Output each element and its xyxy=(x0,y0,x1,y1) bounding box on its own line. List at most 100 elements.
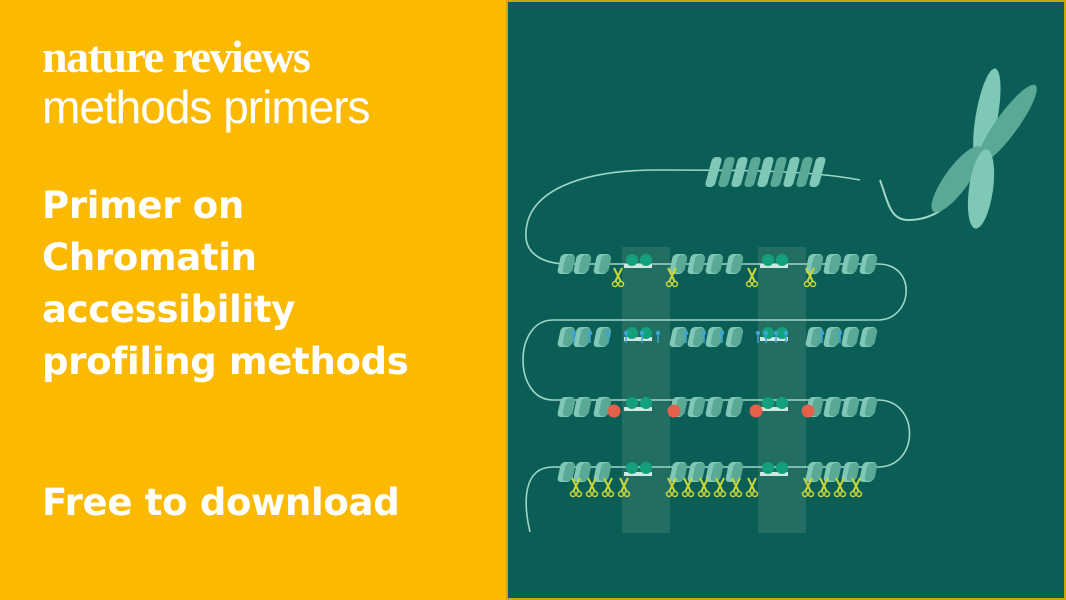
histone xyxy=(846,398,860,416)
nucleosome-icon xyxy=(705,254,724,274)
binding-site xyxy=(760,472,788,476)
nucleosome-icon xyxy=(573,462,592,482)
chromatin-illustration xyxy=(522,68,1037,533)
blade xyxy=(852,477,861,493)
handle xyxy=(671,280,679,288)
nucleosome-icon xyxy=(725,397,744,417)
nucleosome-icon xyxy=(823,327,842,347)
handle xyxy=(719,490,727,498)
scissors-icon xyxy=(697,477,711,498)
histone xyxy=(692,398,706,416)
scissors-icon xyxy=(601,477,615,498)
nucleosome-icon xyxy=(573,397,592,417)
nucleosome-icon xyxy=(669,254,688,274)
nucleosome-icon xyxy=(687,462,706,482)
scissors-icon xyxy=(713,477,727,498)
histone xyxy=(692,463,706,481)
histone xyxy=(562,463,576,481)
scissors-icon xyxy=(617,477,631,498)
handle xyxy=(575,490,583,498)
nucleosome-icon xyxy=(705,397,724,417)
histone xyxy=(710,398,724,416)
protein-icon xyxy=(776,397,788,409)
blade xyxy=(820,477,829,493)
binding-site xyxy=(760,337,788,341)
handle xyxy=(687,490,695,498)
binding-site xyxy=(624,337,652,341)
nucleosome-icon xyxy=(725,327,744,347)
nucleosome-icon xyxy=(757,157,774,187)
nucleosome-icon xyxy=(687,327,706,347)
blade xyxy=(614,267,623,283)
nucleosome-icon xyxy=(796,157,813,187)
nucleosome-icon xyxy=(731,157,748,187)
handle xyxy=(601,490,609,498)
histone xyxy=(846,463,860,481)
histone xyxy=(598,463,612,481)
nucleosome-icon xyxy=(805,327,824,347)
histone xyxy=(598,255,612,273)
handle xyxy=(617,490,625,498)
headline-line: accessibility xyxy=(42,288,296,331)
histone xyxy=(674,255,688,273)
handle xyxy=(849,490,857,498)
chromatin-coil xyxy=(705,157,826,187)
nucleosome-icon xyxy=(557,327,576,347)
free-download-link[interactable]: Free to download xyxy=(42,481,400,524)
dnase-cut-row xyxy=(557,254,878,288)
histone xyxy=(828,398,842,416)
nucleosome-icon xyxy=(859,327,878,347)
nucleosome-icon xyxy=(593,462,612,482)
protein-icon xyxy=(762,462,774,474)
protein-icon xyxy=(626,254,638,266)
handle xyxy=(803,280,811,288)
nucleosome-icon xyxy=(593,327,612,347)
mnase-row xyxy=(557,397,878,418)
chromatid xyxy=(973,68,1001,164)
scissors-icon xyxy=(569,477,583,498)
nucleosome-icon xyxy=(705,462,724,482)
scissors-icon xyxy=(833,477,847,498)
scissors-icon xyxy=(729,477,743,498)
scissors-icon xyxy=(745,267,759,288)
histone xyxy=(828,255,842,273)
headline: Primer on Chromatin accessibility profil… xyxy=(42,180,409,388)
scissors-icon xyxy=(585,477,599,498)
nucleosome-icon xyxy=(557,397,576,417)
handle xyxy=(611,280,619,288)
handle xyxy=(751,280,759,288)
scissors-icon xyxy=(817,477,831,498)
methyl-mark-icon xyxy=(623,330,629,336)
nucleosome-icon xyxy=(573,254,592,274)
histone xyxy=(810,463,824,481)
handle xyxy=(569,490,577,498)
handle xyxy=(623,490,631,498)
histone xyxy=(846,255,860,273)
blade xyxy=(748,267,757,283)
handle xyxy=(703,490,711,498)
blade xyxy=(732,477,741,493)
protein-icon xyxy=(640,254,652,266)
nucleosome-icon xyxy=(841,397,860,417)
enzyme-icon xyxy=(749,404,763,418)
methyl-mark-icon xyxy=(639,330,645,336)
nucleosome-icon xyxy=(593,397,612,417)
handle xyxy=(671,490,679,498)
nucleosome-icon xyxy=(687,254,706,274)
handle xyxy=(585,490,593,498)
blade xyxy=(836,477,845,493)
nucleosome-icon xyxy=(725,462,744,482)
brand-methods-primers: methods primers xyxy=(42,81,371,133)
histone xyxy=(828,463,842,481)
scissors-icon xyxy=(665,267,679,288)
methylation-row xyxy=(557,327,878,347)
headline-line: Chromatin xyxy=(42,236,257,279)
nucleosome-icon xyxy=(593,254,612,274)
blade xyxy=(748,477,757,493)
handle xyxy=(839,490,847,498)
methyl-mark-icon xyxy=(755,330,761,336)
nucleosome-icon xyxy=(705,157,722,187)
blade xyxy=(588,477,597,493)
methyl-mark-icon xyxy=(701,330,707,336)
binding-site xyxy=(624,472,652,476)
